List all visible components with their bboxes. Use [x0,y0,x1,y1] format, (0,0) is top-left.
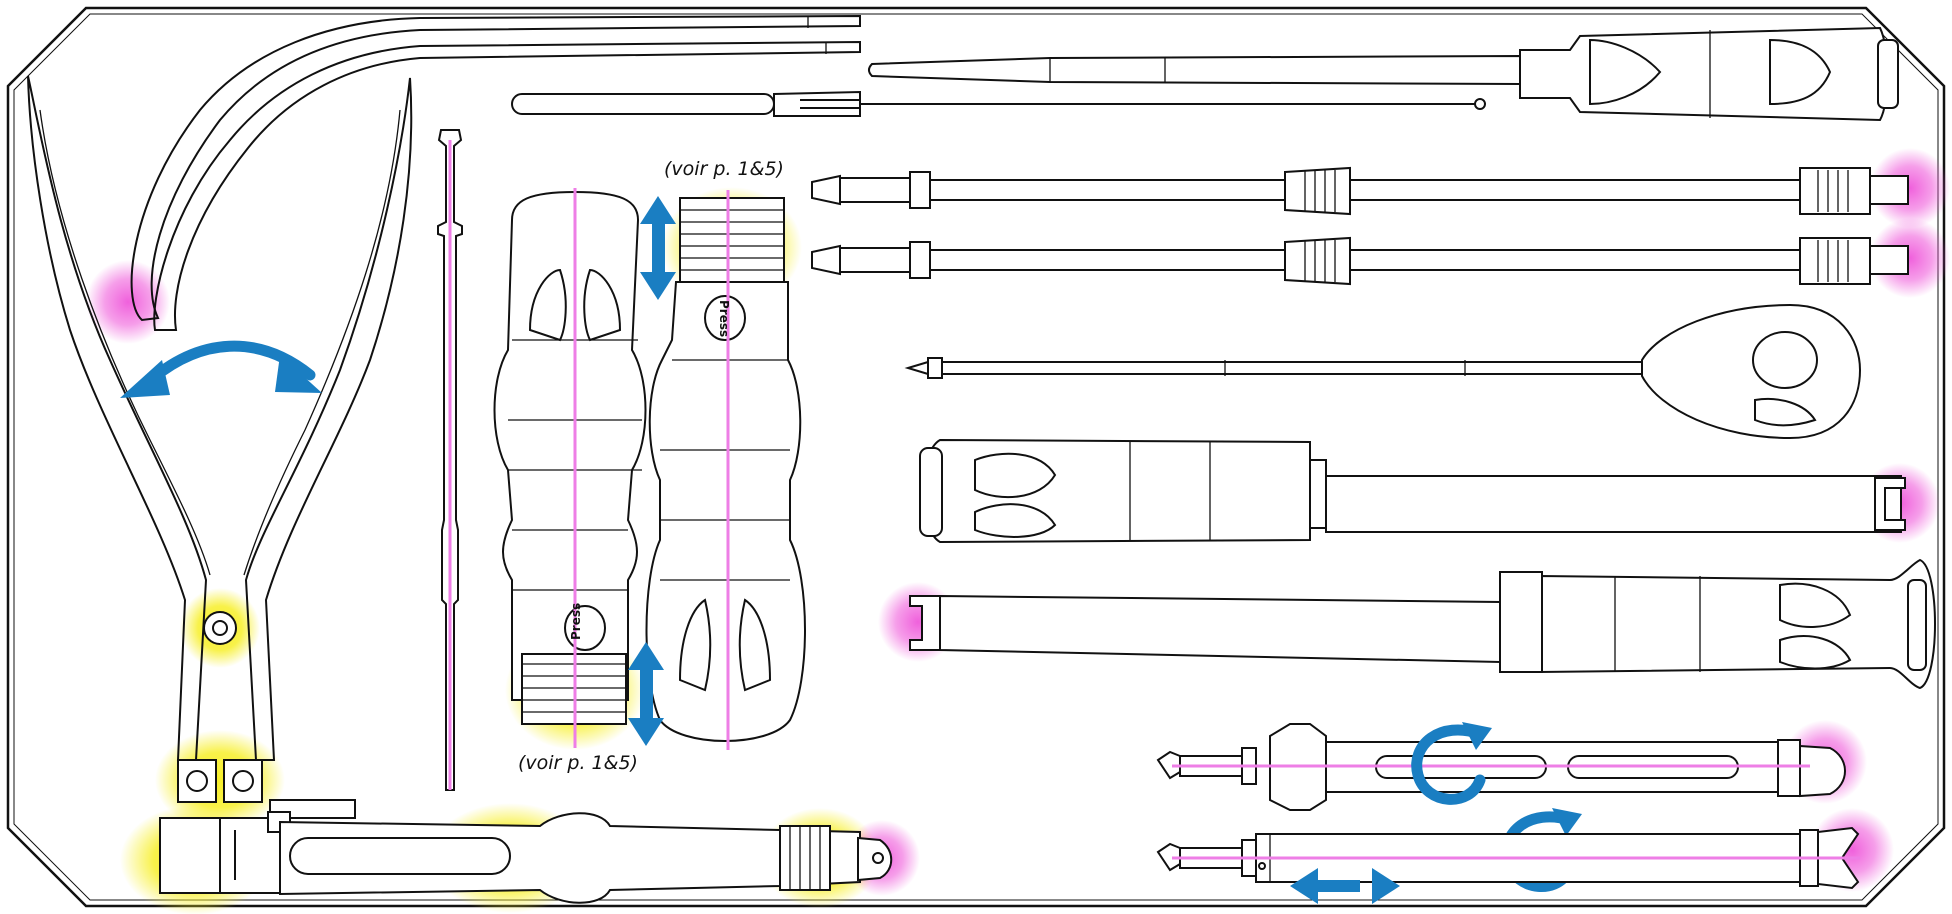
reference-note-top: (voir p. 1&5) [664,158,784,180]
probe-with-handle [868,26,1899,122]
fork-tool-lower [909,558,1936,690]
rod-instrument-lower [811,236,1909,286]
vertical-pin [437,129,463,791]
quick-connect-handle-2 [645,190,806,750]
push-arrow-icon-bottom [628,642,664,746]
reference-note-bottom: (voir p. 1&5) [518,752,638,774]
pink-highlight [86,260,170,344]
press-label-lower: Press [569,603,583,640]
screwdriver-bulb-handle [904,303,1862,440]
fork-tool-upper [919,438,1906,544]
rotate-arrow-icon-upper [1411,722,1492,805]
bent-retractor [130,14,861,331]
telescoping-driver [1156,826,1860,890]
slide-bar-instrument [159,799,893,904]
pink-highlight [1870,148,1950,228]
slide-arrow-icon [1290,868,1400,904]
push-arrow-icon-top [640,196,676,300]
tray-outline [6,6,1946,908]
pink-highlight [1870,218,1950,298]
slotted-driver [1156,723,1846,811]
rod-instrument-upper [811,166,1909,216]
quick-connect-handle-1 [493,188,647,748]
open-close-arrow-icon [120,340,322,398]
yellow-highlight [155,730,285,830]
ball-tip-probe [511,90,1486,117]
press-label-upper: Press [717,300,731,337]
spreader-pliers [27,75,413,803]
